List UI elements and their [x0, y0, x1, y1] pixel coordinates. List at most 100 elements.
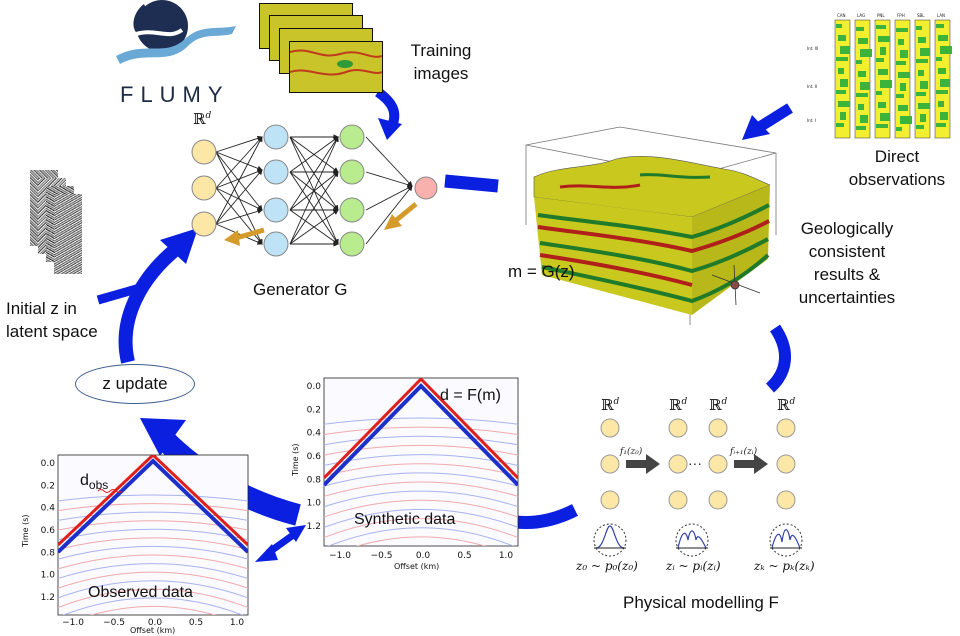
hidden-node — [263, 231, 289, 257]
well-log-segment — [876, 91, 882, 95]
well-log-segment — [920, 48, 930, 56]
well-log-segment — [896, 94, 904, 98]
well-log-segment — [840, 79, 848, 87]
flow-ellipsis: ··· — [688, 455, 702, 471]
reflection-wave — [324, 435, 518, 446]
well-log-segment — [918, 37, 926, 43]
well-log-segment — [938, 35, 948, 41]
well-column-label: FPH — [897, 13, 905, 18]
flow-rd-label: ℝd — [669, 396, 688, 414]
tick-label: −1.0 — [329, 551, 351, 561]
well-log-segment — [918, 103, 930, 109]
reflection-wave — [58, 511, 248, 521]
tick-label: 1.0 — [230, 618, 245, 628]
output-node — [414, 176, 438, 200]
tick-label: −0.5 — [103, 618, 125, 628]
flow-zi-label: zᵢ ~ pᵢ(zᵢ) — [666, 559, 721, 573]
well-log-segment — [900, 116, 912, 124]
arrow-generator-to-model — [444, 174, 499, 193]
well-log-column — [874, 19, 891, 139]
well-log-segment — [936, 24, 944, 28]
tick-label: 1.0 — [499, 551, 514, 561]
reflection-wave — [58, 494, 248, 502]
arrow-zupdate-to-generator — [118, 236, 190, 364]
tick-label: 0.8 — [307, 475, 322, 485]
tick-label: 0.2 — [41, 481, 55, 491]
well-log-segment — [898, 39, 904, 45]
z-update-node: z update — [75, 364, 195, 404]
flow-rd-label: ℝd — [601, 396, 620, 414]
tick-label: 1.2 — [41, 593, 55, 603]
reflection-wave — [324, 518, 518, 539]
synthetic-plot-title: d = F(m) — [440, 387, 501, 404]
well-column-label: LAN — [937, 13, 945, 18]
well-log-segment — [936, 57, 942, 61]
reflection-wave — [62, 597, 244, 615]
compass-icon — [711, 264, 761, 306]
well-log-segment — [838, 68, 844, 74]
well-log-segment — [916, 59, 928, 63]
synthetic-plot-caption: Synthetic data — [354, 511, 456, 528]
well-log-segment — [858, 71, 866, 77]
tick-label: 0.4 — [41, 504, 56, 514]
tick-label: 0.4 — [307, 429, 322, 439]
well-log-segment — [836, 24, 842, 28]
well-log-segment — [858, 104, 864, 110]
flumy-river-icon — [116, 0, 236, 64]
hidden-node — [339, 124, 365, 150]
well-log-segment — [880, 47, 886, 55]
well-log-segment — [856, 27, 864, 31]
well-log-segment — [838, 101, 850, 107]
well-log-segment — [860, 82, 870, 90]
reflection-wave — [58, 545, 248, 560]
well-log-segment — [918, 70, 924, 76]
well-log-segment — [860, 49, 872, 57]
tick-label: 0.0 — [148, 618, 163, 628]
physical-modelling-flow: f₁(z₀) fᵢ₊₁(zᵢ) ··· — [593, 418, 803, 557]
well-log-segment — [940, 46, 952, 54]
input-node — [191, 211, 217, 237]
reflection-wave — [90, 605, 216, 615]
well-log-segment — [920, 114, 926, 122]
well-log-segment — [876, 124, 888, 128]
tick-label: 0.2 — [307, 405, 321, 415]
well-log-segment — [940, 79, 950, 87]
flow-z0-label: z₀ ~ p₀(z₀) — [576, 559, 638, 573]
well-log-segment — [900, 50, 908, 58]
hidden-node — [263, 159, 289, 185]
well-log-segment — [916, 125, 924, 129]
well-log-segment — [836, 57, 848, 61]
initial-z-label: Initial z in latent space — [6, 299, 98, 341]
reflection-wave — [58, 588, 248, 609]
reflection-wave — [324, 472, 518, 487]
observed-plot-caption: Observed data — [88, 584, 193, 601]
reflection-wave — [324, 508, 518, 528]
reflection-wave — [58, 554, 248, 570]
well-log-segment — [876, 25, 886, 29]
hidden-node — [339, 159, 365, 185]
hidden-node — [339, 231, 365, 257]
well-log-segment — [856, 126, 866, 130]
flumy-wordmark: FLUMY — [120, 82, 230, 107]
reflection-wave — [324, 481, 518, 497]
reflection-wave — [324, 444, 518, 456]
well-log-segment — [896, 61, 906, 65]
tick-label: 1.0 — [41, 571, 56, 581]
generator-label: Generator G — [253, 280, 348, 299]
well-log-segment — [880, 80, 892, 88]
well-column-label: SBL — [917, 13, 925, 18]
well-log-segment — [936, 90, 948, 94]
density-icon-i — [677, 530, 707, 549]
reflection-wave — [58, 571, 248, 589]
tick-label: 1.2 — [307, 522, 321, 532]
well-log-segment — [896, 28, 908, 32]
well-column-label: LAG — [857, 13, 865, 18]
well-log-segment — [878, 36, 890, 42]
flow-f1-label: f₁(z₀) — [619, 446, 643, 457]
well-log-segment — [840, 112, 846, 120]
reflection-wave — [58, 580, 248, 599]
reflection-wave — [327, 527, 515, 546]
well-column-label: PNL — [877, 13, 885, 18]
physical-modelling-label: Physical modelling F — [623, 593, 779, 612]
tick-label: 0.0 — [416, 551, 431, 561]
